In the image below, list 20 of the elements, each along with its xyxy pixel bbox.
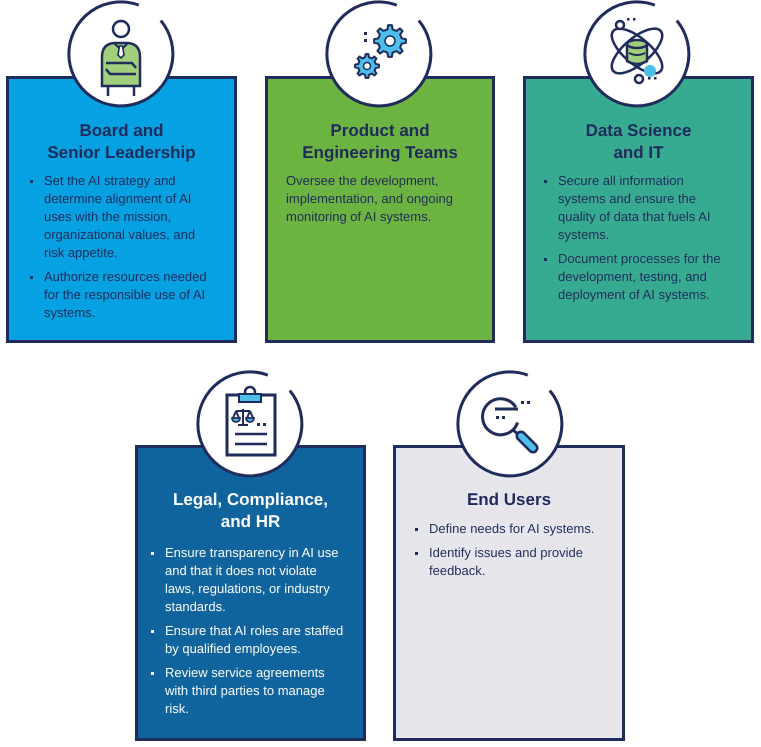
card-heading: End Users	[466, 489, 552, 511]
bullet-text: Set the AI strategy and determine alignment of AI uses with the mission, organizational values, and risk appetite.	[29, 172, 218, 262]
bullet-text: Identify issues and provide feedback.	[414, 544, 612, 580]
bullet-text: Document processes for the development, testing, and deployment of AI systems.	[543, 250, 725, 304]
bullet-text: Ensure transparency in AI use and that it does not violate laws, regulations, or industry standards.	[150, 544, 346, 616]
role-card	[265, 76, 495, 343]
bullet-text: Secure all information systems and ensure the quality of data that fuels AI systems.	[543, 172, 725, 244]
bullet-text: Review service agreements with third parties to manage risk.	[150, 664, 346, 718]
bullet-text: Define needs for AI systems.	[414, 520, 612, 538]
role-card	[6, 76, 237, 343]
role-card	[135, 445, 366, 741]
description-text: Oversee the development, implementation, and ongoing monitoring of AI systems.	[286, 172, 454, 226]
role-card	[523, 76, 754, 343]
card-heading: Data Science and IT	[584, 120, 692, 164]
bullet-text: Ensure that AI roles are staffed by qualified employees.	[150, 622, 346, 658]
role-card	[393, 445, 625, 741]
bullet-text: Authorize resources needed for the responsible use of AI systems.	[29, 268, 218, 322]
card-heading: Board and Senior Leadership	[46, 120, 197, 164]
card-heading: Product and Engineering Teams	[301, 120, 459, 164]
card-heading: Legal, Compliance, and HR	[172, 489, 329, 533]
